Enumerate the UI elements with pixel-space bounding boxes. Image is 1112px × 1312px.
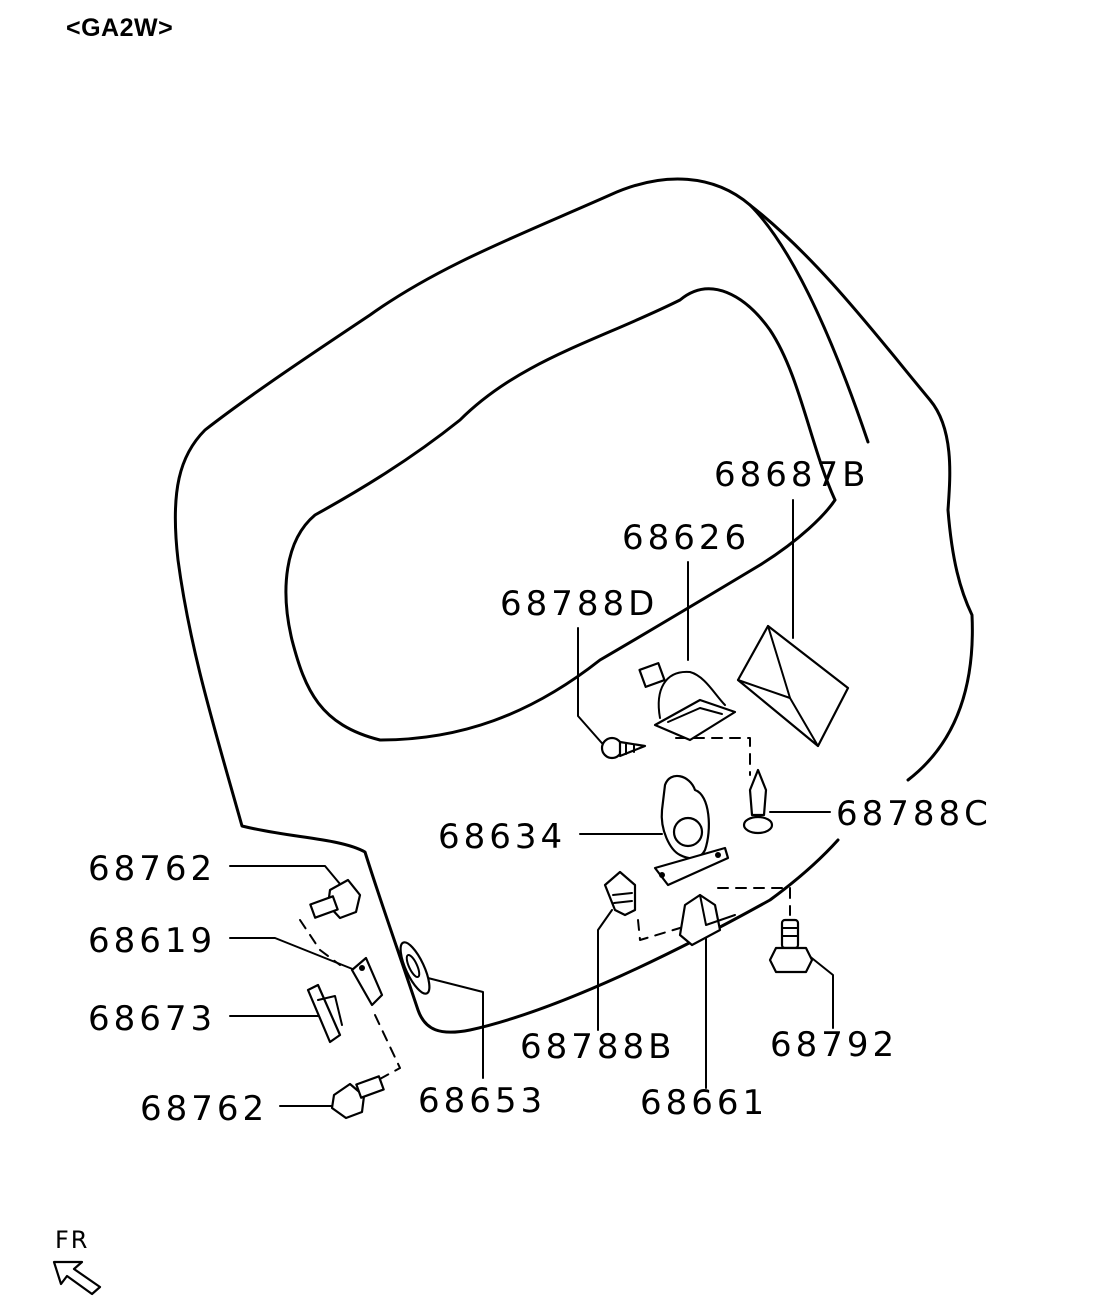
callout-68788C: 68788C <box>836 794 992 834</box>
model-code-header: <GA2W> <box>66 14 174 42</box>
part-68687B-module <box>736 624 850 748</box>
callout-68762-bottom: 68762 <box>140 1089 268 1129</box>
assembly-guides <box>299 737 791 1081</box>
front-direction-arrow-icon <box>52 1260 102 1296</box>
part-68653-gasket <box>399 941 431 995</box>
part-68788B-bolt <box>603 870 637 917</box>
leader-lines <box>229 499 834 1107</box>
callout-68619: 68619 <box>88 921 216 961</box>
callout-68687B: 68687B <box>714 455 869 495</box>
part-68619-bracket <box>350 956 384 1007</box>
part-68762-top-bolt <box>309 878 362 920</box>
part-68762-bottom-bolt <box>330 1075 385 1120</box>
callout-68788D: 68788D <box>500 584 658 624</box>
callout-68661: 68661 <box>640 1083 768 1123</box>
callout-68792: 68792 <box>770 1025 898 1065</box>
part-68634-latch <box>653 774 730 887</box>
fr-label: FR <box>55 1226 89 1254</box>
tailgate-outer-outline <box>173 177 870 1034</box>
window-opening-outline <box>284 287 837 742</box>
callout-68788B: 68788B <box>520 1027 675 1067</box>
callout-68626: 68626 <box>622 518 750 558</box>
part-68788C-screw <box>742 768 774 835</box>
tailgate-right-edge <box>748 203 974 782</box>
callout-68634: 68634 <box>438 817 566 857</box>
callout-68673: 68673 <box>88 999 216 1039</box>
part-68626-switch <box>638 662 737 742</box>
part-68673-pad <box>306 983 343 1044</box>
part-68661-striker <box>678 893 736 947</box>
callout-68762-top: 68762 <box>88 849 216 889</box>
part-68792-bolt <box>768 918 814 974</box>
part-68788D-screw <box>600 736 647 760</box>
callout-68653: 68653 <box>418 1081 546 1121</box>
